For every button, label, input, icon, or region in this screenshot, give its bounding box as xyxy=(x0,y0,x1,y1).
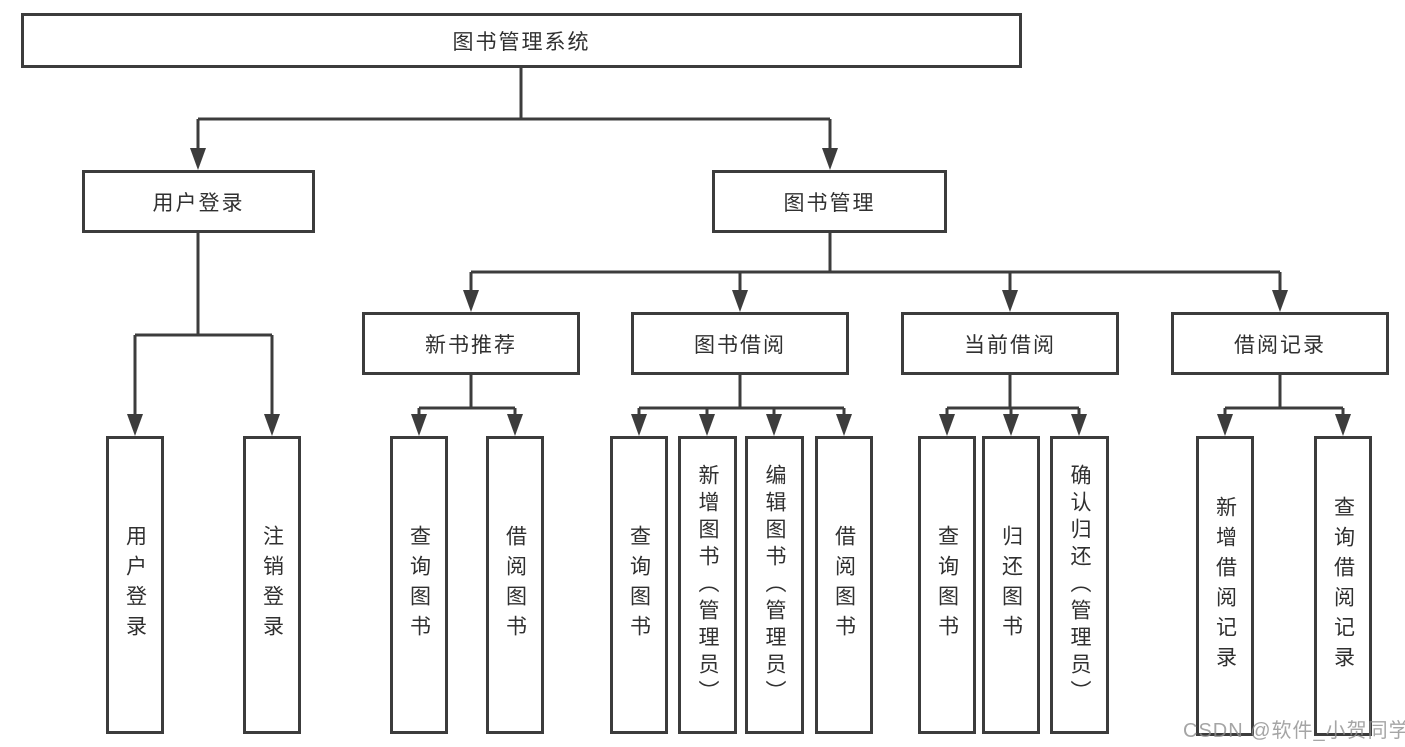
node-label: 用户登录 xyxy=(123,525,147,645)
node-current-borrowing: 当前借阅 xyxy=(901,312,1119,375)
node-label: 新增图书（管理员） xyxy=(696,463,719,707)
leaf-bb-add-books-admin: 新增图书（管理员） xyxy=(678,436,737,734)
node-label: 图书管理系统 xyxy=(452,30,591,54)
leaf-cb-return-books: 归还图书 xyxy=(982,436,1040,734)
node-root-system: 图书管理系统 xyxy=(21,13,1022,68)
leaf-cb-confirm-return-admin: 确认归还（管理员） xyxy=(1050,436,1109,734)
node-label: 当前借阅 xyxy=(964,333,1056,357)
node-label: 用户登录 xyxy=(152,191,245,215)
node-book-borrowing: 图书借阅 xyxy=(631,312,849,375)
node-new-book-recommend: 新书推荐 xyxy=(362,312,580,375)
leaf-br-query-record: 查询借阅记录 xyxy=(1314,436,1372,736)
node-user-login-branch: 用户登录 xyxy=(82,170,315,233)
node-label: 新书推荐 xyxy=(425,333,517,357)
node-label: 借阅图书 xyxy=(503,525,527,645)
node-label: 注销登录 xyxy=(260,525,284,645)
node-label: 图书管理 xyxy=(783,191,876,215)
node-label: 新增借阅记录 xyxy=(1213,496,1237,676)
leaf-br-add-record: 新增借阅记录 xyxy=(1196,436,1254,736)
node-book-management: 图书管理 xyxy=(712,170,947,233)
leaf-bb-edit-books-admin: 编辑图书（管理员） xyxy=(745,436,804,734)
node-label: 借阅图书 xyxy=(832,525,856,645)
leaf-nbr-borrow-books: 借阅图书 xyxy=(486,436,544,734)
node-label: 查询图书 xyxy=(935,525,959,645)
node-label: 查询图书 xyxy=(627,525,651,645)
leaf-bb-query-books: 查询图书 xyxy=(610,436,668,734)
leaf-bb-borrow-books: 借阅图书 xyxy=(815,436,873,734)
leaf-nbr-query-books: 查询图书 xyxy=(390,436,448,734)
node-label: 确认归还（管理员） xyxy=(1068,463,1091,707)
leaf-user-login: 用户登录 xyxy=(106,436,164,734)
node-label: 编辑图书（管理员） xyxy=(763,463,786,707)
node-label: 查询借阅记录 xyxy=(1331,496,1355,676)
node-label: 借阅记录 xyxy=(1234,333,1326,357)
node-label: 查询图书 xyxy=(407,525,431,645)
node-label: 图书借阅 xyxy=(694,333,786,357)
leaf-logout: 注销登录 xyxy=(243,436,301,734)
node-label: 归还图书 xyxy=(999,525,1023,645)
arrowhead-icons xyxy=(127,148,1351,436)
leaf-cb-query-books: 查询图书 xyxy=(918,436,976,734)
node-borrowing-records: 借阅记录 xyxy=(1171,312,1389,375)
